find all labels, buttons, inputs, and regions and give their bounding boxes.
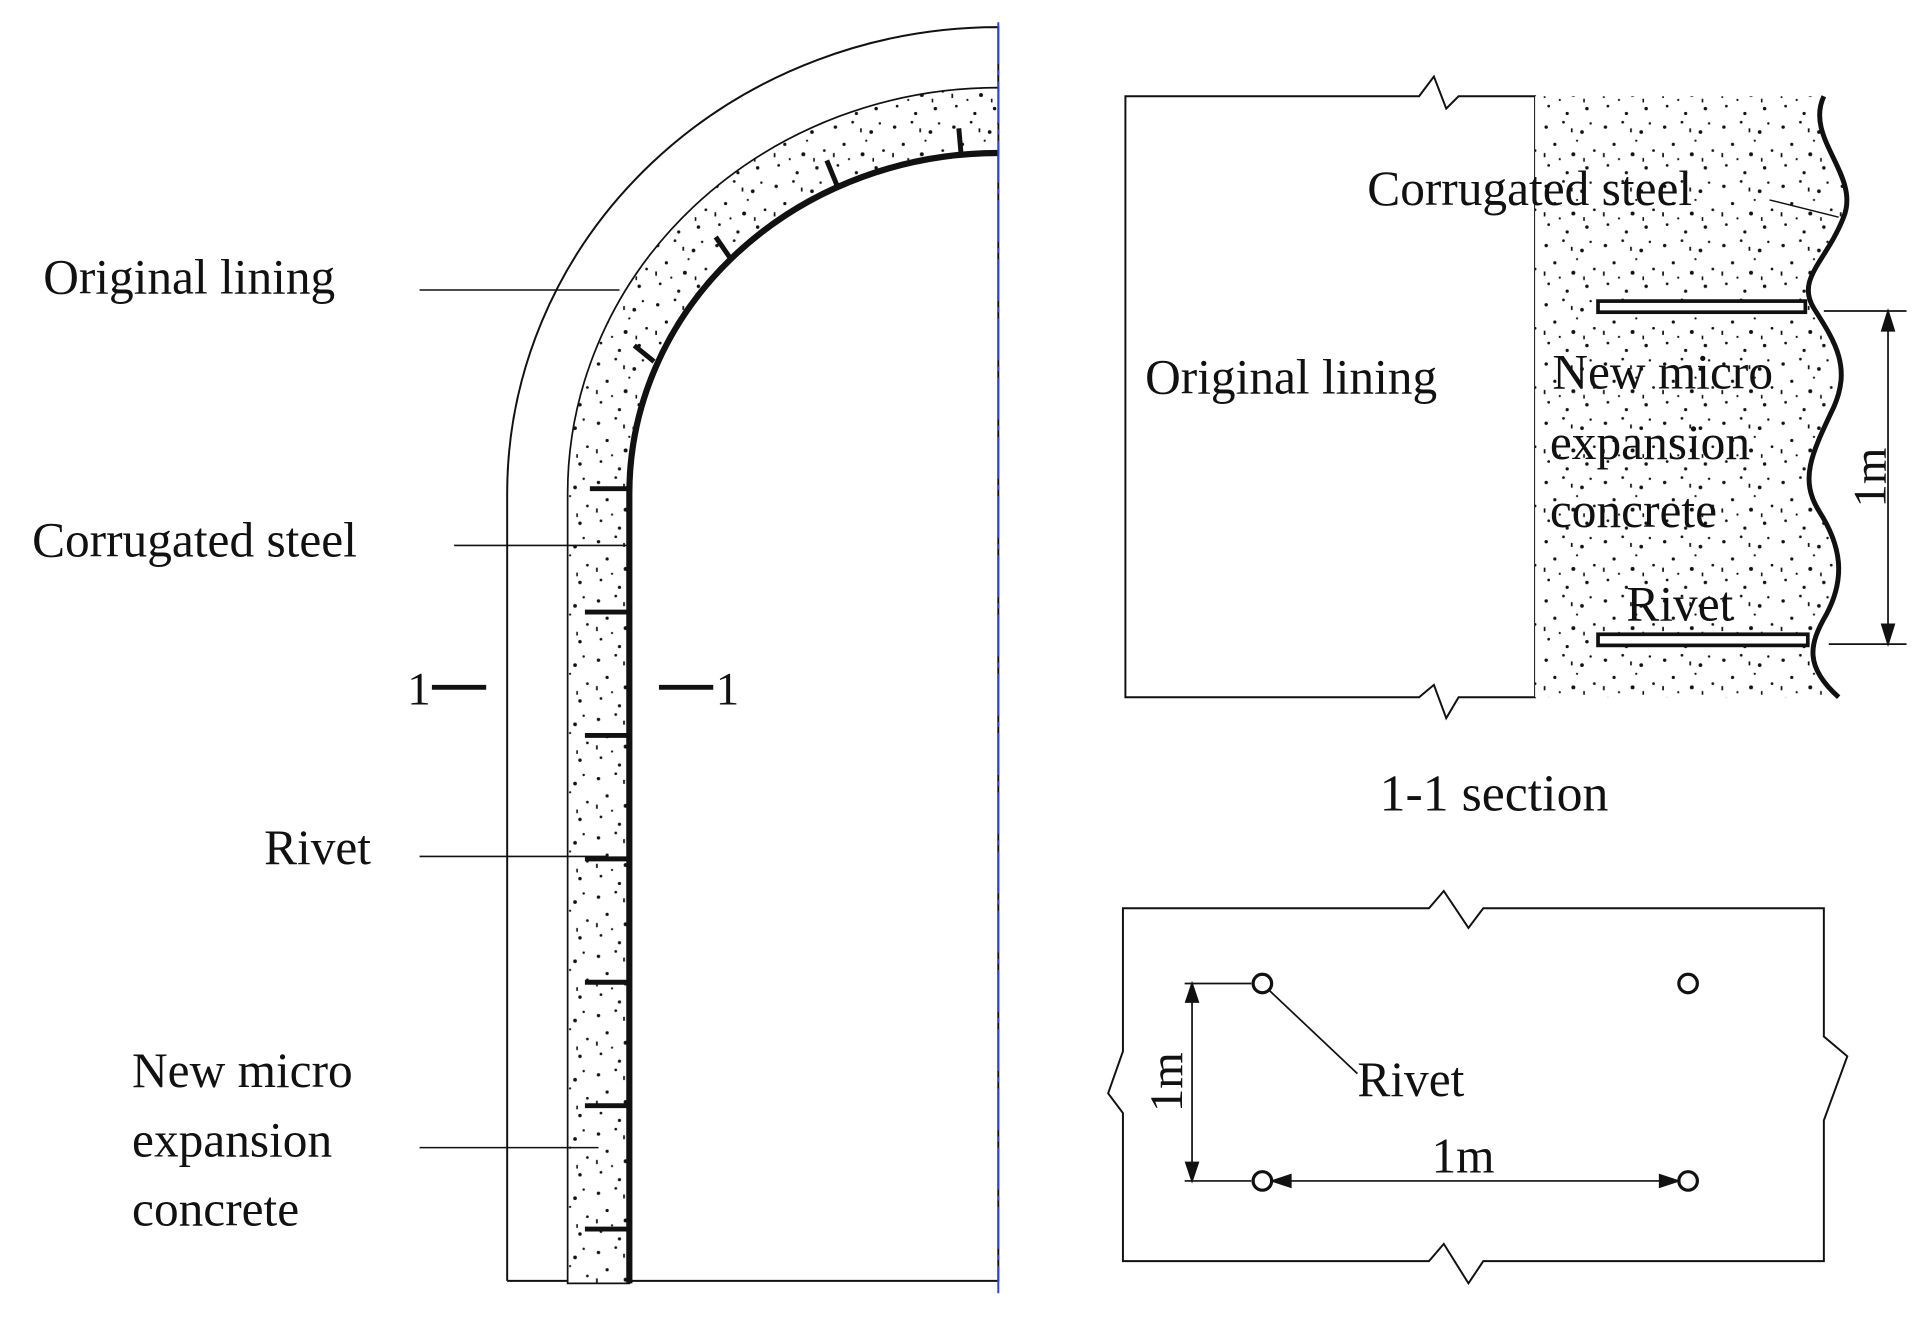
section-mark-left: 1 — [407, 664, 430, 716]
rivet-plan-view: 1m 1m Rivet — [1107, 889, 1849, 1286]
rivet-marks-arch — [632, 128, 964, 364]
label-corrugated-steel: Corrugated steel — [32, 513, 357, 568]
rivet-mark — [824, 159, 841, 189]
section-rivet-top — [1596, 299, 1808, 315]
original-lining-outline — [506, 26, 1000, 1282]
leader-section-corrugated — [1769, 199, 1839, 218]
dim-arrow-top — [1880, 308, 1896, 332]
plan-dimension-vertical — [1184, 980, 1252, 1184]
rivet-mark — [713, 235, 734, 262]
label-rivet: Rivet — [264, 820, 371, 875]
rivet-mark — [956, 128, 964, 157]
plan-dimension-horizontal — [1269, 1173, 1681, 1189]
plan-rivet-hole — [1251, 972, 1274, 995]
plan-label-rivet: Rivet — [1357, 1052, 1464, 1107]
leader-lines-left — [419, 289, 632, 1149]
label-new-concrete-3: concrete — [132, 1181, 299, 1236]
tunnel-cross-section: Original lining Corrugated steel Rivet N… — [32, 22, 1000, 1294]
section-label-new-concrete-2: expansion — [1550, 415, 1750, 470]
dim-arrow-left — [1269, 1173, 1292, 1189]
section-dim-label: 1m — [1845, 448, 1897, 508]
section-1-1-view: 1m Corrugated steel Original lining New … — [1124, 74, 1907, 823]
section-label-rivet: Rivet — [1626, 577, 1733, 632]
section-label-corrugated-steel: Corrugated steel — [1367, 161, 1692, 216]
dim-arrow-bottom — [1184, 1161, 1200, 1184]
dim-arrow-right — [1658, 1173, 1681, 1189]
section-dimension-1m — [1823, 308, 1907, 648]
plan-boundary — [1107, 889, 1849, 1286]
section-concrete-layer — [1535, 96, 1847, 698]
rivet-marks-wall — [584, 486, 630, 1232]
section-label-new-concrete-3: concrete — [1550, 483, 1717, 538]
dim-arrow-bottom — [1880, 623, 1896, 648]
label-new-concrete-2: expansion — [132, 1112, 332, 1167]
corrugated-steel-line — [626, 149, 999, 1284]
section-rivets — [1596, 299, 1810, 648]
plan-rivets — [1251, 972, 1699, 1192]
section-label-new-concrete-1: New micro — [1552, 345, 1773, 400]
plan-rivet-hole — [1251, 1170, 1274, 1192]
section-mark-right: 1 — [716, 664, 739, 716]
plan-rivet-hole — [1677, 1170, 1699, 1192]
section-title: 1-1 section — [1380, 766, 1609, 823]
label-original-lining: Original lining — [43, 250, 335, 305]
plan-rivet-hole — [1677, 972, 1699, 995]
section-rivet-bottom — [1596, 632, 1810, 648]
leader-plan-rivet — [1269, 990, 1358, 1075]
section-corrugated-steel — [1805, 95, 1850, 700]
plan-dim-label-horizontal: 1m — [1431, 1128, 1494, 1183]
dim-arrow-top — [1184, 980, 1200, 1003]
label-new-concrete-1: New micro — [132, 1043, 353, 1098]
rivet-mark — [632, 343, 656, 364]
plan-dim-label-vertical: 1m — [1141, 1052, 1193, 1112]
section-label-original-lining: Original lining — [1145, 350, 1437, 405]
